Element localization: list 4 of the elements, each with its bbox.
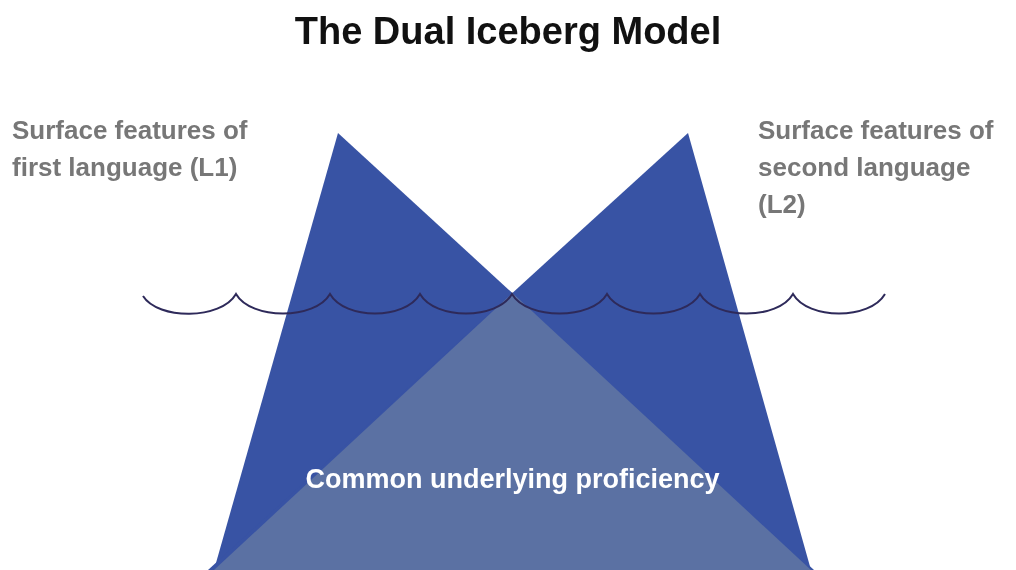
surface-features-label: Surface features of second language (L2) [758, 114, 995, 221]
title: The Dual Iceberg Model [293, 10, 723, 53]
surface-features-label: Surface features of first language (L1) [12, 114, 249, 184]
node-text: Common underlying proficiency [304, 463, 721, 496]
